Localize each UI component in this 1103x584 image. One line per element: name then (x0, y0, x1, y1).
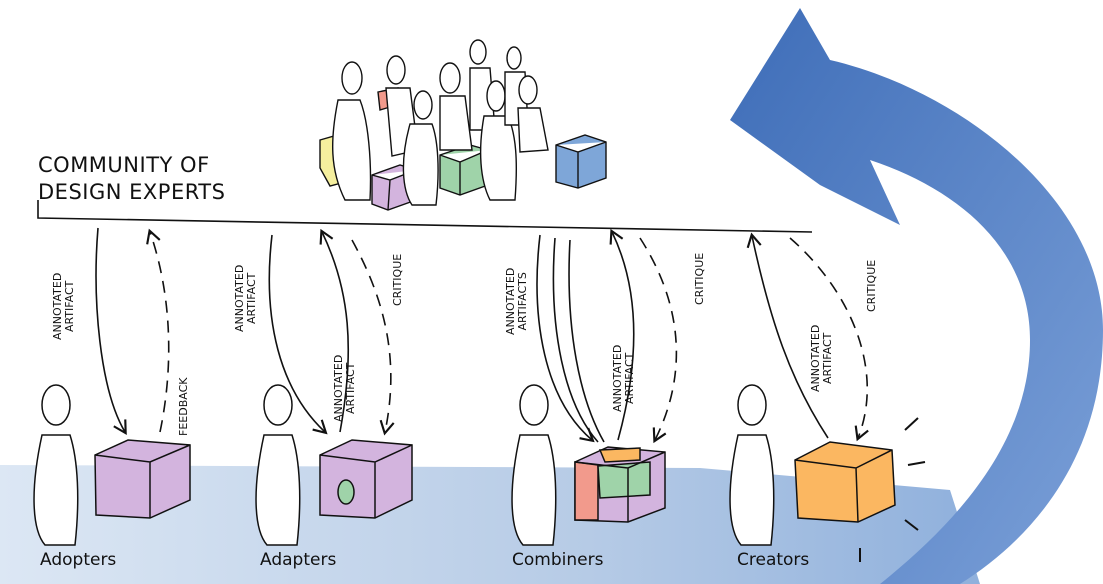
adopter-cube-icon (94, 439, 191, 519)
label-line-critique: CRITIQUE (693, 252, 706, 305)
role-label-adopters: Adopters (40, 550, 117, 570)
combiner-person-icon (511, 384, 557, 546)
adopters-down-arrow (95, 227, 127, 436)
community-title-line2: DESIGN EXPERTS (38, 180, 226, 204)
combiners-critique-label: CRITIQUE (693, 252, 706, 305)
community-crowd (319, 39, 607, 211)
combiner-cube-icon (574, 446, 666, 523)
blue-cube-icon (555, 134, 607, 189)
creator-cube-icon (794, 441, 896, 523)
role-label-combiners: Combiners (512, 550, 604, 570)
label-line-critique: CRITIQUE (391, 253, 404, 306)
creator-glow-icon (859, 417, 926, 562)
adapter-cube-icon (319, 439, 413, 519)
adapters-annotated-artifact-label: ANNOTATED ARTIFACT (233, 265, 258, 332)
creators-annotated-artifact-label: ANNOTATED ARTIFACT (809, 325, 834, 392)
label-line-artifact: ARTIFACT (623, 352, 636, 405)
adapters-down-arrow (268, 234, 328, 435)
combiners-down-arrow-3 (568, 239, 605, 443)
combiners-annotated-artifact-label: ANNOTATED ARTIFACT (611, 345, 636, 412)
label-line-artifact: ARTIFACT (821, 332, 834, 385)
role-label-creators: Creators (737, 550, 810, 570)
label-line-artifact: ARTIFACT (245, 272, 258, 325)
creators-up-arrow (746, 232, 829, 439)
creators-critique-label: CRITIQUE (865, 259, 878, 312)
community-title: COMMUNITY OF DESIGN EXPERTS (38, 152, 225, 206)
creators-critique-arrow (789, 237, 869, 442)
community-title-line1: COMMUNITY OF (38, 153, 210, 177)
adopters-annotated-artifact-label: ANNOTATED ARTIFACT (51, 273, 76, 340)
combiners-down-arrow-2 (552, 237, 599, 443)
label-line-artifact: ARTIFACT (63, 280, 76, 333)
flow-arrows (95, 227, 869, 444)
combiners-up-arrow (609, 228, 635, 441)
adopter-person-icon (33, 384, 79, 546)
label-line-feedback: FEEDBACK (177, 377, 190, 436)
adapters-up-arrow (319, 228, 350, 433)
combiners-down-arrow-1 (536, 234, 595, 443)
adapters-critique-arrow (351, 239, 395, 436)
combiners-annotated-artifacts-label: ANNOTATED ARTIFACTS (504, 268, 529, 335)
combiners-critique-arrow (639, 237, 678, 444)
community-baseline (37, 200, 813, 233)
adopters-feedback-arrow (146, 228, 170, 433)
label-line-critique: CRITIQUE (865, 259, 878, 312)
cycle-arrow (730, 8, 1103, 584)
adapter-group (255, 384, 413, 546)
label-line-artifact: ARTIFACT (344, 362, 357, 415)
role-label-adapters: Adapters (260, 550, 337, 570)
adopters-feedback-label: FEEDBACK (177, 377, 190, 436)
label-line-artifacts: ARTIFACTS (516, 272, 529, 331)
creator-group (729, 384, 926, 562)
combiner-group (511, 384, 666, 546)
adapters-annotated-artifact-2-label: ANNOTATED ARTIFACT (332, 355, 357, 422)
adapters-critique-label: CRITIQUE (391, 253, 404, 306)
creator-person-icon (729, 384, 775, 546)
adopter-group (33, 384, 191, 546)
adapter-person-icon (255, 384, 301, 546)
